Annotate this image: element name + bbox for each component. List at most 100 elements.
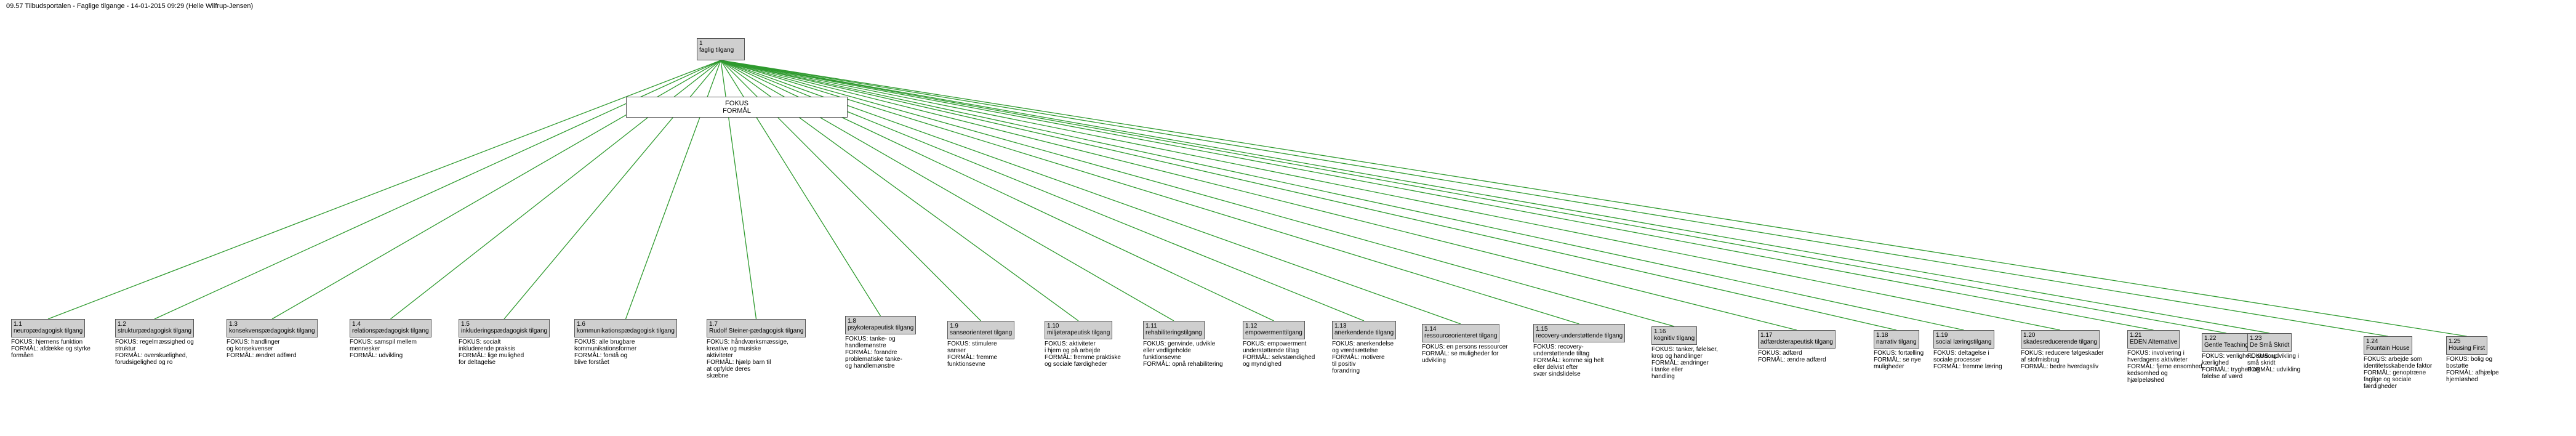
description-line: funktionsevne xyxy=(947,361,985,368)
node-number: 1.2 xyxy=(118,321,126,328)
description-line: FORMÅL: bedre hverdagsliv xyxy=(2021,363,2099,370)
description-line: FORMÅL: opnå rehabilitering xyxy=(1143,361,1223,368)
node-label: EDEN Alternative xyxy=(2130,339,2178,345)
node-label: Rudolf Steiner-pædagogisk tilgang xyxy=(709,328,804,334)
edge-line xyxy=(720,60,2061,331)
node-label: ressourceorienteret tilgang xyxy=(1424,333,1498,339)
description-line: FOKUS: genvinde, udvikle xyxy=(1143,341,1216,347)
edge-line xyxy=(720,60,2388,337)
node-number: 1.11 xyxy=(1146,323,1157,329)
focus-purpose-box: FOKUS FORMÅL xyxy=(626,97,848,118)
description-line: forandring xyxy=(1332,368,1360,374)
description-line: FORMÅL: ændre adfærd xyxy=(1758,357,1826,363)
description-line: FOKUS: handlinger xyxy=(227,339,280,345)
description-line: problematiske tanke- xyxy=(845,356,902,363)
description-line: FOKUS: involvering i xyxy=(2127,350,2185,357)
edge-line xyxy=(720,60,1675,327)
description-line: faglige og sociale xyxy=(2364,376,2412,383)
description-line: FORMÅL: udvikling xyxy=(2247,366,2301,373)
description-line: hjemløshed xyxy=(2446,376,2478,383)
description-line: FORMÅL: fremme læring xyxy=(1933,363,2002,370)
description-line: FOKUS: hjernens funktion xyxy=(11,339,83,345)
description-line: og sociale færdigheder xyxy=(1045,361,1107,368)
description-line: FORMÅL: motivere xyxy=(1332,354,1385,361)
node-number: 1.12 xyxy=(1245,323,1258,329)
description-line: eller delvist efter xyxy=(1533,364,1578,371)
node-number: 1.4 xyxy=(352,321,361,328)
description-line: og værdsættelse xyxy=(1332,347,1378,354)
description-line: små skridt xyxy=(2247,360,2276,366)
description-line: kommunikationsformer xyxy=(574,345,637,352)
node-description: FOKUS: håndværksmæssige,kreative og musi… xyxy=(707,339,788,379)
description-line: FORMÅL: genoptræne xyxy=(2364,369,2426,376)
edge-line xyxy=(720,60,1797,331)
description-line: muligheder xyxy=(1874,363,1904,370)
description-line: hjælpeløshed xyxy=(2127,377,2165,384)
description-line: FORMÅL: se muligheder for xyxy=(1422,350,1499,357)
node-label: narrativ tilgang xyxy=(1876,339,1917,345)
description-line: til positiv xyxy=(1332,361,1356,368)
root-node[interactable]: 1 faglig tilgang xyxy=(697,38,745,60)
description-line: FORMÅL: ændret adfærd xyxy=(227,352,297,359)
description-line: hverdagens aktiviteter xyxy=(2127,357,2188,363)
description-line: udvikling xyxy=(1422,357,1446,364)
node-number: 1.13 xyxy=(1334,323,1347,329)
description-line: FORMÅL: afdække og styrke xyxy=(11,345,90,352)
description-line: FOKUS: aktiviteter xyxy=(1045,341,1096,347)
description-line: FOKUS: venlighed, omsorg xyxy=(2202,353,2277,360)
description-line: FORMÅL: fremme xyxy=(947,354,998,361)
description-line: FOKUS: en persons ressourcer xyxy=(1422,344,1508,350)
node-label: skadesreducerende tilgang xyxy=(2023,339,2098,345)
description-line: FORMÅL: fjerne ensomhed, xyxy=(2127,363,2204,370)
node-number: 1.20 xyxy=(2023,332,2036,339)
description-line: aktiviteter xyxy=(707,352,733,359)
description-line: af stofmisbrug xyxy=(2021,357,2060,363)
description-line: struktur xyxy=(115,345,136,352)
node-label: anerkendende tilgang xyxy=(1334,329,1394,336)
description-line: bostøtte xyxy=(2446,363,2469,369)
description-line: og handlemønstre xyxy=(845,363,895,369)
description-line: FORMÅL: afhjælpe xyxy=(2446,369,2499,376)
description-line: for deltagelse xyxy=(459,359,496,366)
description-line: handlemønstre xyxy=(845,342,886,349)
description-line: FOKUS: fortælling xyxy=(1874,350,1924,357)
